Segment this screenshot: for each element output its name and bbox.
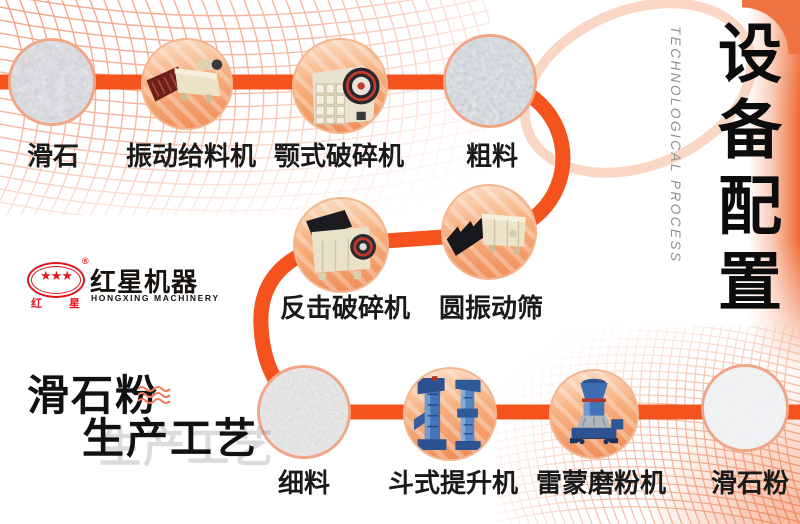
step-label-impact-crusher: 反击破碎机 [279,293,410,323]
step-fine-material-circle [257,365,351,459]
step-coarse-material-circle [443,34,537,128]
step-label-raymond-mill: 雷蒙磨粉机 [535,468,666,498]
poster-title-line1: 滑石粉 [27,372,160,419]
logo-oval-icon [27,262,85,298]
poster-title-line2: 生产工艺 [82,415,259,462]
step-label-circular-vibrating-screen: 圆振动筛 [438,293,543,323]
step-impact-crusher-circle [293,197,389,293]
impact-crusher-icon [306,210,376,280]
step-label-talc-powder: 滑石粉 [710,468,789,498]
vertical-english-caption: TECHNOLOGICAL PROCESS [668,26,683,264]
fine-material-icon [260,368,348,456]
squiggle-decoration-icon [137,386,171,404]
top-right-corner-orange [742,0,800,54]
step-talc-circle [8,38,96,126]
talc-powder-icon [704,367,786,449]
vibrating-feeder-icon [146,59,223,103]
step-label-bucket-elevator: 斗式提升机 [387,468,518,498]
right-gradient-band [748,0,800,390]
step-label-coarse-material: 粗料 [465,141,518,171]
vertical-chinese-title: 设备配置 [709,20,780,324]
step-label-vibrating-feeder: 振动给料机 [125,141,256,171]
step-label-fine-material: 细料 [277,468,330,498]
circular-vibrating-screen-icon [446,213,526,256]
talc-rock-icon [11,41,93,123]
step-bucket-elevator-circle [403,367,497,461]
step-circular-vibrating-screen-circle [441,184,537,280]
raymond-mill-icon [569,378,624,445]
step-talc-powder-circle [701,364,789,452]
bucket-elevator-icon [414,376,481,450]
logo-stars-icon: ★★★ [40,268,73,283]
step-label-jaw-crusher: 颚式破碎机 [273,141,404,171]
brand-name-english: HONGXING MACHINERY [91,293,220,303]
step-raymond-mill-circle [549,369,639,459]
coarse-material-icon [446,37,534,125]
step-jaw-crusher-circle [292,38,388,134]
logo-char-left: 红 [31,298,42,310]
brand-name-chinese: 红星机器 [90,267,199,297]
jaw-crusher-icon [312,65,380,125]
hongxing-logo: ★★★ ® 红 星 红星机器 HONGXING MACHINERY [27,256,220,312]
step-label-talc: 滑石 [26,141,79,171]
registered-trademark-symbol: ® [82,256,89,266]
step-vibrating-feeder-circle [141,38,233,130]
logo-char-right: 星 [69,298,80,310]
